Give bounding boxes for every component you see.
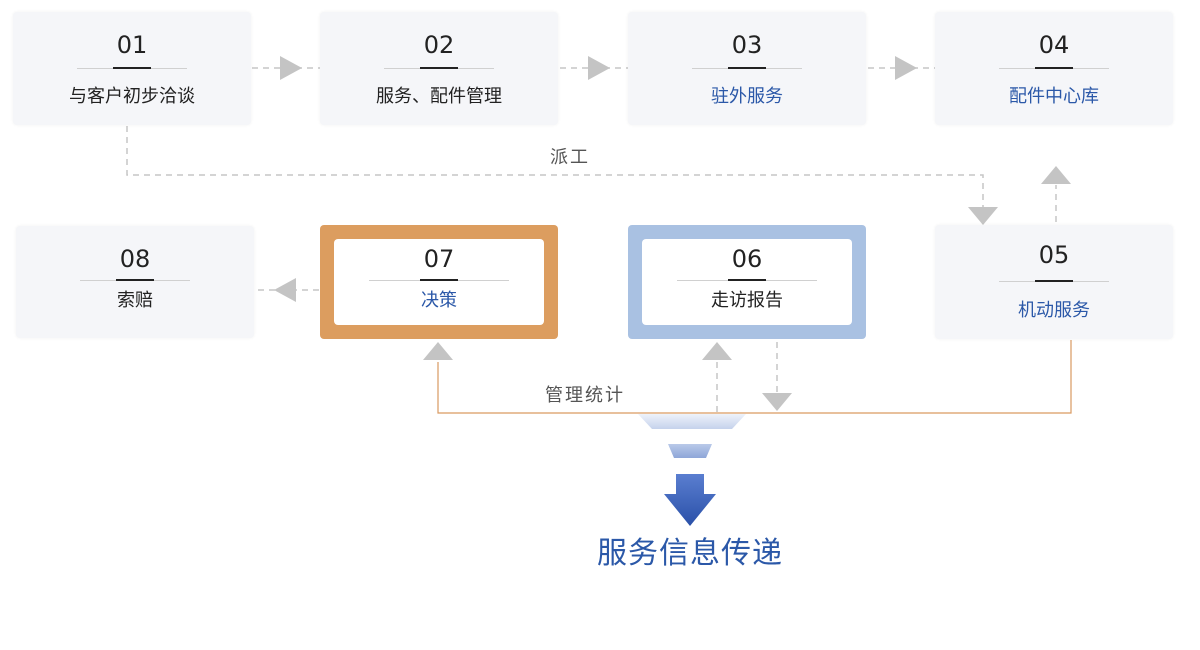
- arrow-up-icon: [1041, 166, 1071, 184]
- step-label: 走访报告: [711, 290, 783, 311]
- top-row-connectors: [126, 67, 1057, 412]
- step-number: 07: [423, 245, 455, 273]
- step-label: 与客户初步洽谈: [69, 86, 195, 107]
- step-number: 03: [731, 31, 763, 59]
- step-divider: [77, 67, 187, 69]
- step-divider: [999, 67, 1109, 69]
- arrow-up-icon: [423, 342, 453, 360]
- step-divider: [369, 279, 509, 281]
- step-02: 02 服务、配件管理: [320, 12, 558, 125]
- step-divider: [677, 279, 817, 281]
- step-04: 04 配件中心库: [935, 12, 1173, 125]
- step-divider: [692, 67, 802, 69]
- step-number: 05: [1038, 241, 1070, 269]
- step-label: 驻外服务: [711, 86, 783, 107]
- step-number: 06: [731, 245, 763, 273]
- step-label: 机动服务: [1018, 300, 1090, 321]
- step-number: 01: [116, 31, 148, 59]
- step-08: 08 索赔: [16, 226, 254, 338]
- step-number: 02: [423, 31, 455, 59]
- service-info-transfer-title: 服务信息传递: [597, 536, 783, 571]
- step-05: 05 机动服务: [935, 225, 1173, 339]
- arrow-right-icon: [895, 56, 917, 80]
- step-label: 决策: [421, 290, 457, 311]
- step-label: 服务、配件管理: [376, 86, 502, 107]
- step-06: 06 走访报告: [628, 225, 866, 339]
- step-07: 07 决策: [320, 225, 558, 339]
- step-number: 04: [1038, 31, 1070, 59]
- step-03: 03 驻外服务: [628, 12, 866, 125]
- arrow-right-icon: [588, 56, 610, 80]
- step-01: 01 与客户初步洽谈: [13, 12, 251, 125]
- step-label: 配件中心库: [1009, 86, 1099, 107]
- step-divider: [80, 279, 190, 281]
- gray-arrowheads: [274, 56, 1071, 411]
- step-divider: [999, 280, 1109, 282]
- statistics-label: 管理统计: [545, 385, 625, 406]
- funnel-arrow-icon: [638, 414, 746, 526]
- dispatch-label: 派工: [550, 147, 590, 168]
- arrow-up-icon: [702, 342, 732, 360]
- step-divider: [384, 67, 494, 69]
- arrow-left-icon: [274, 278, 296, 302]
- statistics-connector: [437, 340, 1072, 414]
- step-number: 08: [119, 245, 151, 273]
- arrow-down-icon: [968, 207, 998, 225]
- arrow-down-icon: [762, 393, 792, 411]
- arrow-right-icon: [280, 56, 302, 80]
- step-label: 索赔: [117, 290, 153, 311]
